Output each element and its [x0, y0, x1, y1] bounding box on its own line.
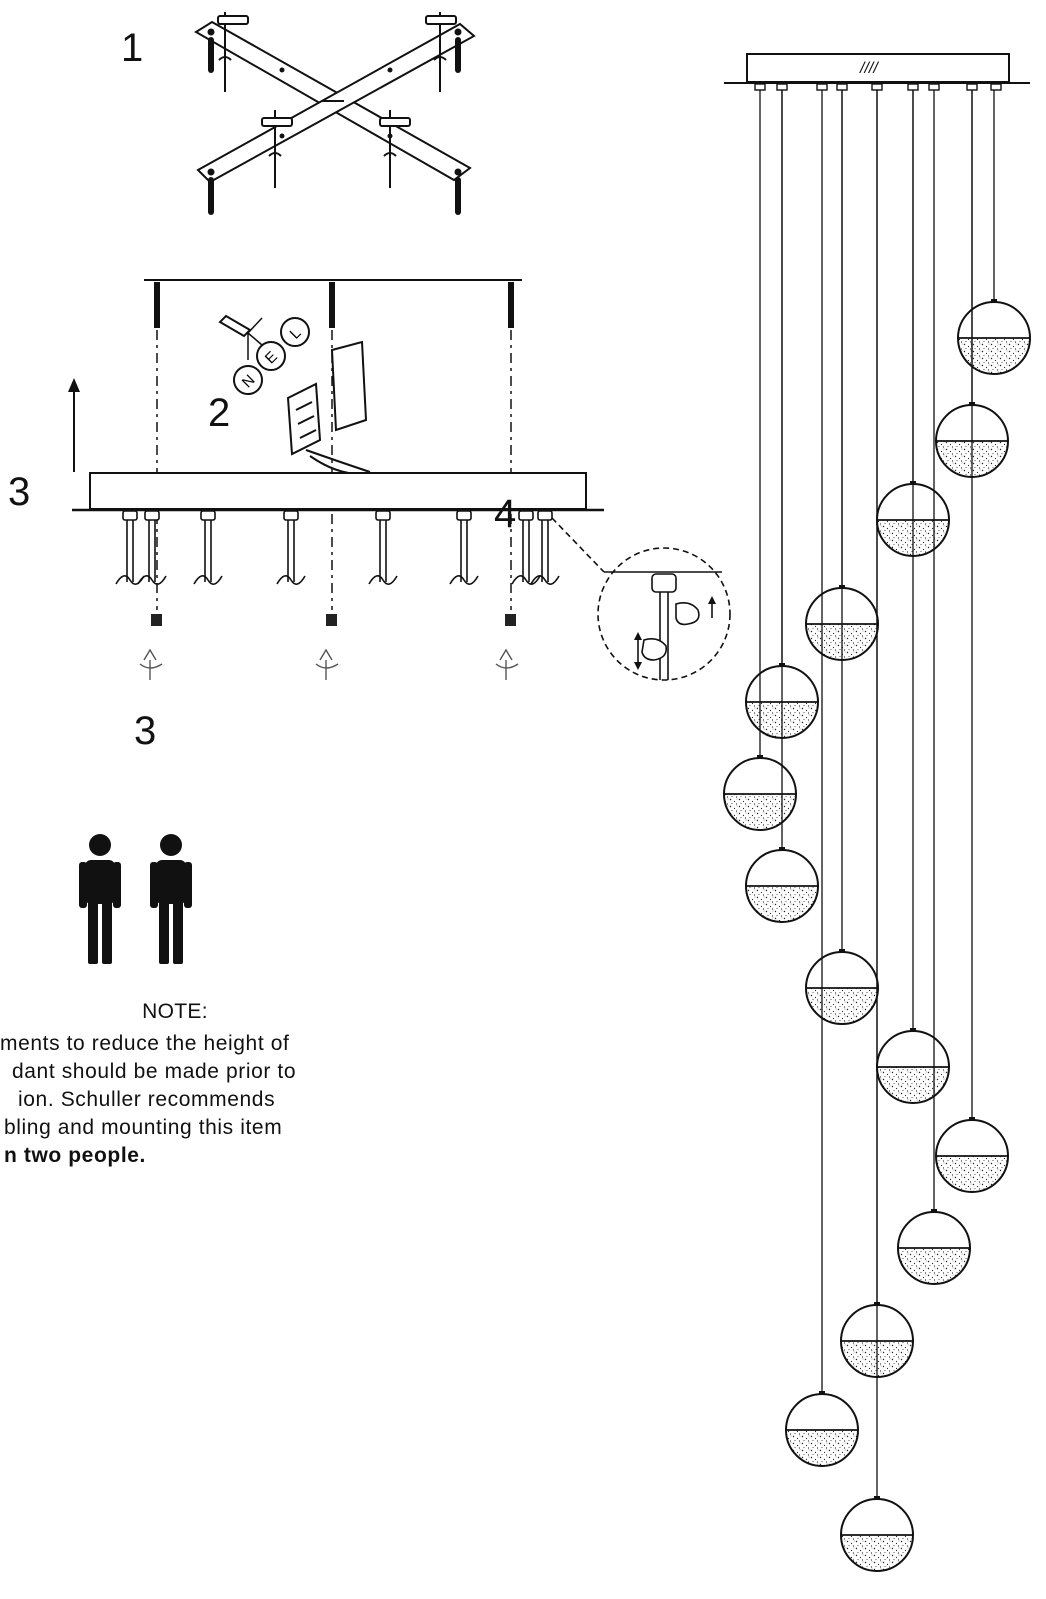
canopy-marking: //// [859, 60, 879, 77]
cable-grip [990, 83, 1002, 91]
cable-grip [200, 510, 216, 521]
up-arrow-icon [68, 378, 80, 472]
cable-grip [836, 83, 848, 91]
cable-grip [776, 83, 788, 91]
step-3-side-label: 3 [8, 470, 31, 514]
pendant-globes [723, 83, 1031, 1572]
note-line-2: dant should be made prior to [12, 1060, 297, 1083]
step-4-label: 4 [494, 492, 517, 536]
wire-connection-icon [218, 314, 310, 395]
cable-grip [907, 83, 919, 91]
cable-grip [754, 83, 766, 91]
step-1-label: 1 [121, 26, 144, 70]
cable-grip [283, 510, 299, 521]
cable-grip [518, 510, 534, 521]
step-2-label: 2 [208, 391, 231, 435]
cable-grip [928, 83, 940, 91]
cable-grips [115, 510, 560, 585]
step-3-bottom-label: 3 [134, 709, 157, 753]
cable-grip [871, 83, 883, 91]
note-line-1: ments to reduce the height of [0, 1032, 290, 1055]
mounting-cross-bracket-icon [194, 12, 476, 215]
cable-grip [816, 83, 828, 91]
rotate-screw-icon [139, 614, 519, 680]
pendant-canopy [724, 53, 1030, 84]
two-people-icon [79, 834, 192, 964]
cable-grip [375, 510, 391, 521]
note-line-5: n two people. [4, 1144, 146, 1167]
cable-grip [122, 510, 138, 521]
note-title: NOTE: [142, 1000, 208, 1023]
note-line-4: bling and mounting this item [4, 1116, 283, 1139]
cable-grip [966, 83, 978, 91]
cable-grip [456, 510, 472, 521]
cable-grip [144, 510, 160, 521]
cable-adjust-detail-icon [551, 517, 731, 681]
note-body: ments to reduce the height of dant shoul… [0, 1030, 382, 1170]
terminal-block-icon [286, 340, 371, 475]
cable-grip [537, 510, 553, 521]
ceiling-bracket-plate [144, 279, 522, 610]
canopy [72, 472, 604, 512]
note-line-3: ion. Schuller recommends [18, 1088, 276, 1111]
